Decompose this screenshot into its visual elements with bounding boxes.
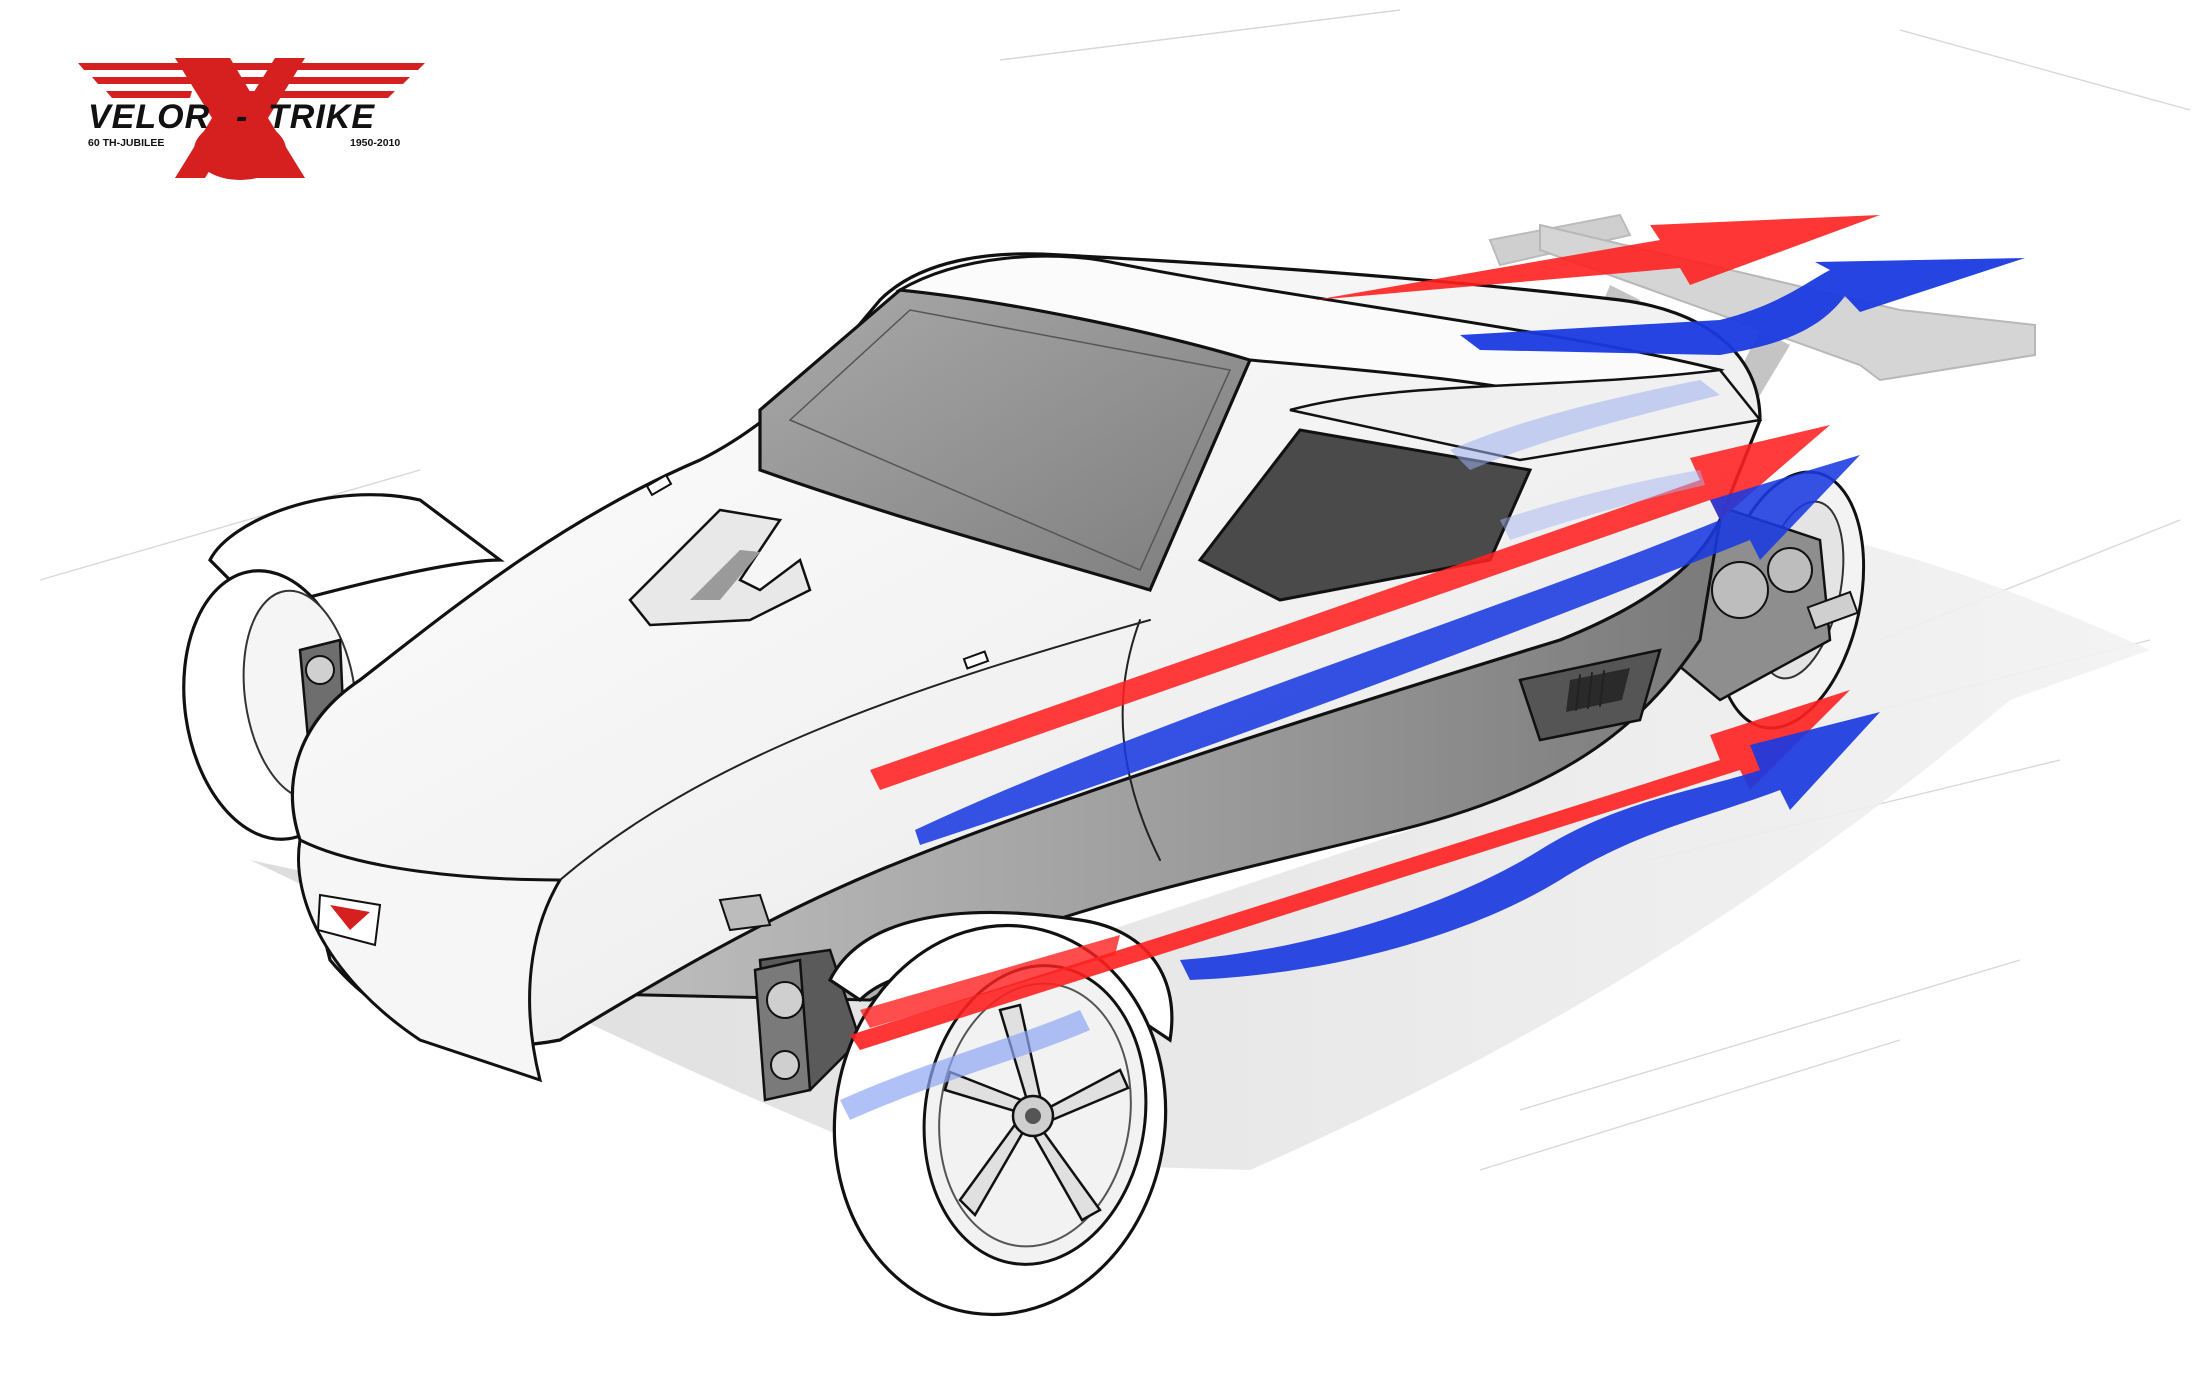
red-arrow-lower xyxy=(860,935,1120,1028)
logo-brand-right: TRIKE xyxy=(268,98,375,136)
red-arrow-top xyxy=(1315,215,1880,300)
front-right-wheel xyxy=(827,910,1174,1317)
nose-badge xyxy=(316,893,382,947)
car-body xyxy=(290,252,1763,1083)
red-arrow-middle-1 xyxy=(870,425,1830,790)
logo-subtitle-left: 60 TH-JUBILEE xyxy=(88,137,164,149)
red-arrow-middle-2 xyxy=(850,690,1850,1050)
blue-arrow-lower xyxy=(1180,712,1880,980)
brand-logo: VELOR - TRIKE 60 TH-JUBILEE 1950-2010 xyxy=(78,58,425,180)
logo-brand-left: VELOR xyxy=(88,98,210,136)
light-blue-arrow-lower xyxy=(840,1010,1090,1120)
logo-subtitle-right: 1950-2010 xyxy=(350,137,400,149)
blue-arrow-middle-1 xyxy=(915,455,1860,845)
logo-separator: - xyxy=(236,98,247,136)
ground-shadow xyxy=(250,520,2150,1170)
blue-arrow-top xyxy=(1460,258,2025,355)
airflow-arrows xyxy=(840,215,2025,1120)
